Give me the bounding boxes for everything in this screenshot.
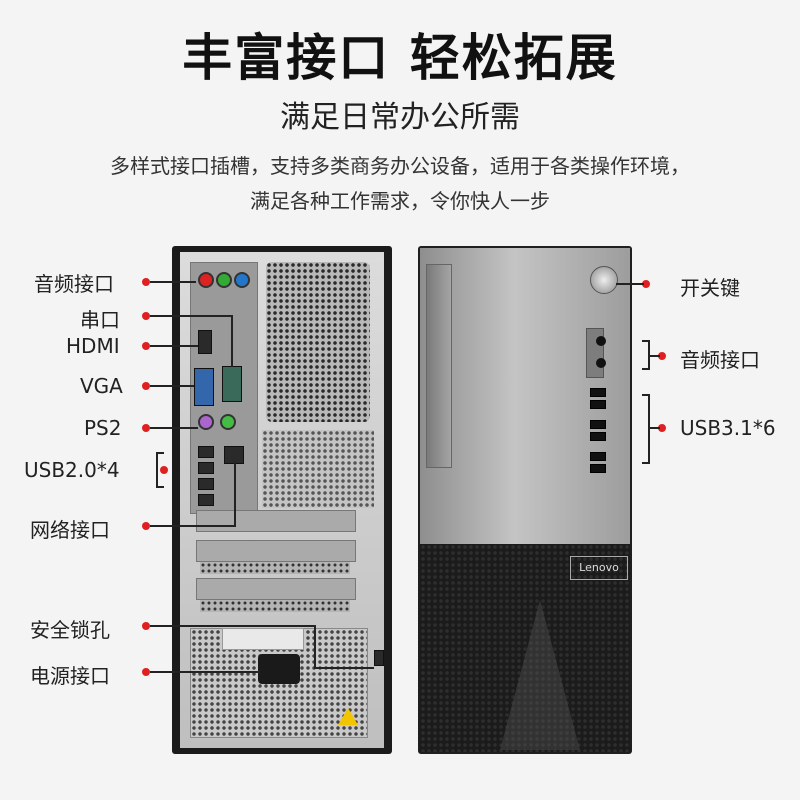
callout-dot	[142, 522, 150, 530]
callout-line	[150, 625, 316, 627]
callout-line	[648, 355, 660, 357]
callout-bracket	[642, 340, 650, 342]
expansion-slot	[196, 540, 356, 562]
hdmi-port	[198, 330, 212, 354]
callout-line	[314, 667, 374, 669]
label-power-button: 开关键	[680, 276, 740, 300]
usb3-port	[590, 388, 606, 397]
callout-bracket	[642, 394, 650, 396]
ps2-keyboard-port	[198, 414, 214, 430]
callout-dot	[658, 352, 666, 360]
callout-dot	[658, 424, 666, 432]
callout-bracket	[648, 394, 650, 464]
label-usb3: USB3.1*6	[680, 416, 776, 440]
usb3-port	[590, 464, 606, 473]
callout-bracket	[156, 452, 164, 454]
label-security-lock: 安全锁孔	[30, 618, 110, 642]
callout-line	[648, 427, 660, 429]
callout-line	[231, 315, 233, 367]
audio-jack-red	[198, 272, 214, 288]
usb2-port	[198, 494, 214, 506]
label-power-port: 电源接口	[30, 664, 110, 688]
description-line-1: 多样式接口插槽，支持多类商务办公设备，适用于各类操作环境，	[110, 154, 690, 178]
callout-dot	[142, 382, 150, 390]
security-lock-slot	[374, 650, 384, 666]
callout-line	[314, 625, 316, 669]
callout-line	[150, 345, 198, 347]
front-panel-lower	[420, 544, 630, 752]
callout-dot	[142, 622, 150, 630]
label-serial-port: 串口	[80, 308, 120, 332]
callout-line	[616, 283, 644, 285]
usb2-port	[198, 462, 214, 474]
label-network-port: 网络接口	[30, 518, 110, 542]
callout-bracket	[642, 368, 650, 370]
callout-line	[150, 525, 236, 527]
page-title: 丰富接口 轻松拓展	[182, 29, 618, 87]
callout-dot	[142, 312, 150, 320]
callout-line	[150, 281, 196, 283]
slot-vent	[200, 562, 350, 574]
power-socket	[258, 654, 300, 684]
usb2-port	[198, 478, 214, 490]
slot-vent	[200, 600, 350, 612]
front-facet	[500, 600, 580, 750]
callout-dot	[142, 278, 150, 286]
warning-icon	[338, 708, 358, 725]
usb2-port	[198, 446, 214, 458]
rear-vent	[262, 430, 374, 508]
expansion-slot	[196, 510, 356, 532]
drive-bay	[426, 264, 452, 468]
callout-line	[150, 385, 194, 387]
callout-bracket	[156, 452, 158, 488]
audio-jack-green	[216, 272, 232, 288]
psu-sticker	[222, 628, 304, 650]
callout-dot	[642, 280, 650, 288]
callout-dot	[142, 342, 150, 350]
callout-bracket	[642, 462, 650, 464]
vga-port	[194, 368, 214, 406]
callout-line	[150, 315, 232, 317]
callout-bracket	[156, 486, 164, 488]
callout-dot	[142, 424, 150, 432]
mic-jack	[596, 358, 606, 368]
page-subtitle: 满足日常办公所需	[280, 100, 520, 135]
audio-jack-blue	[234, 272, 250, 288]
usb3-port	[590, 452, 606, 461]
rear-fan-grille	[266, 262, 370, 422]
usb3-port	[590, 420, 606, 429]
callout-line	[150, 427, 198, 429]
expansion-slot	[196, 578, 356, 600]
label-vga: VGA	[80, 374, 123, 398]
headphone-jack	[596, 336, 606, 346]
label-audio-port: 音频接口	[34, 272, 114, 296]
description-line-2: 满足各种工作需求，令你快人一步	[250, 189, 550, 213]
callout-dot	[160, 466, 168, 474]
label-ps2: PS2	[84, 416, 122, 440]
label-front-audio: 音频接口	[680, 348, 760, 372]
label-hdmi: HDMI	[66, 334, 120, 358]
brand-logo: Lenovo	[570, 556, 628, 580]
power-button-icon	[590, 266, 618, 294]
serial-port	[222, 366, 242, 402]
callout-line	[150, 671, 260, 673]
label-usb2: USB2.0*4	[24, 458, 120, 482]
ps2-mouse-port	[220, 414, 236, 430]
usb3-port	[590, 400, 606, 409]
callout-line	[234, 462, 236, 527]
callout-dot	[142, 668, 150, 676]
usb3-port	[590, 432, 606, 441]
